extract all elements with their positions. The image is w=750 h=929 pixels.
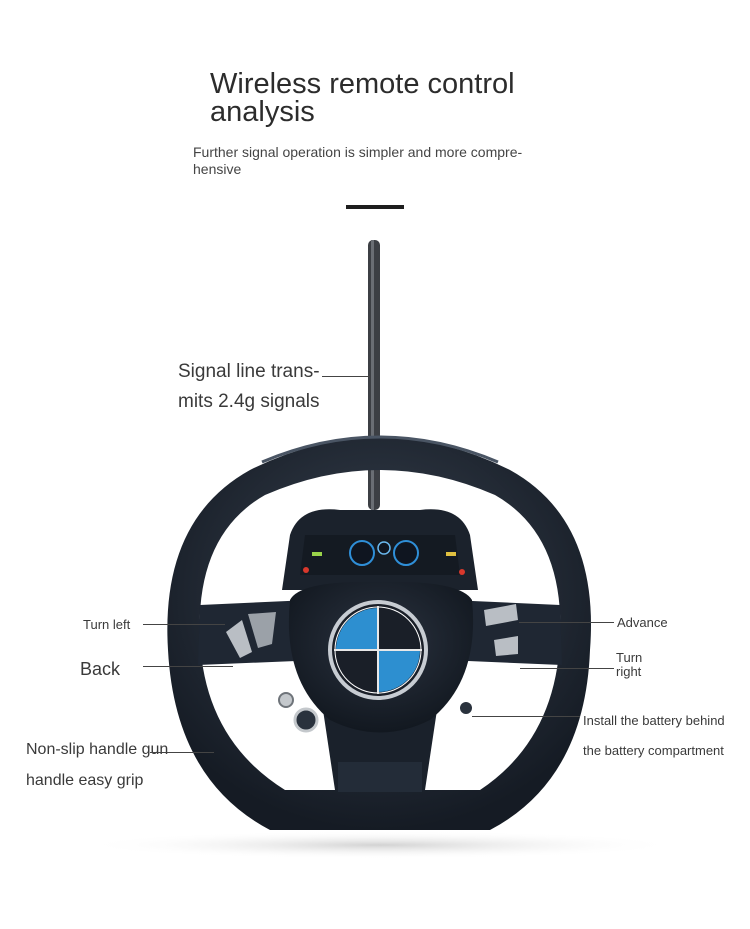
- logo-quadrant-br: [378, 650, 420, 692]
- bottom-spoke-panel: [338, 762, 422, 792]
- callout-grip-line-1: Non-slip handle gun: [26, 741, 169, 758]
- title-line-1: Wireless remote control: [210, 68, 515, 100]
- leader-line-back: [143, 666, 233, 667]
- floor-shadow: [80, 831, 680, 859]
- dashboard-panel: [300, 535, 460, 575]
- callout-advance: Advance: [617, 615, 668, 630]
- subtitle-line-2: hensive: [193, 161, 242, 177]
- callout-signal: Signal line trans- mits 2.4g signals: [178, 357, 320, 417]
- title-divider: [346, 205, 404, 209]
- led-left-icon: [312, 552, 322, 556]
- battery-cover-screw-icon: [460, 702, 472, 714]
- red-light-left-icon: [303, 567, 309, 573]
- gauge-right-icon: [393, 540, 419, 566]
- leader-line-turn-left: [143, 624, 225, 625]
- callout-grip-line-2: handle easy grip: [26, 772, 144, 789]
- gauge-left-icon: [349, 540, 375, 566]
- title-line-2: analysis: [210, 96, 315, 128]
- callout-signal-line-2: mits 2.4g signals: [178, 391, 320, 412]
- callout-turn-left: Turn left: [83, 617, 131, 632]
- turn-left-button-icon: [226, 620, 252, 658]
- led-right-icon: [446, 552, 456, 556]
- turn-right-button-icon: [494, 636, 518, 656]
- right-spoke: [445, 600, 562, 665]
- callout-battery-line-2: the battery compartment: [583, 743, 724, 758]
- red-light-right-icon: [459, 569, 465, 575]
- leader-line-advance: [519, 622, 614, 623]
- logo-quadrant-tl: [336, 608, 378, 650]
- page-subtitle: Further signal operation is simpler and …: [193, 144, 553, 178]
- leader-line-turn-right: [520, 668, 614, 669]
- gauge-center-icon: [377, 541, 391, 555]
- leader-line-signal: [322, 376, 370, 377]
- callout-battery: Install the battery behind the battery c…: [583, 706, 725, 766]
- callout-turn-right-line-1: Turn: [616, 650, 643, 665]
- antenna-highlight: [371, 240, 374, 510]
- reset-knob-icon: [293, 707, 319, 733]
- advance-button-icon: [484, 604, 518, 626]
- callout-battery-line-1: Install the battery behind: [583, 713, 725, 728]
- callout-back: Back: [80, 659, 121, 679]
- subtitle-line-1: Further signal operation is simpler and …: [193, 144, 523, 160]
- callout-turn-right: Turn right: [616, 651, 642, 679]
- power-switch-icon: [278, 692, 294, 708]
- callout-signal-line-1: Signal line trans-: [178, 361, 320, 382]
- leader-line-battery: [472, 716, 580, 717]
- page-title: Wireless remote control analysis: [210, 68, 515, 128]
- callout-turn-right-line-2: right: [616, 664, 642, 679]
- back-button-icon: [248, 612, 276, 648]
- rim-top-highlight: [261, 435, 499, 464]
- callout-grip: Non-slip handle gun handle easy grip: [26, 734, 168, 796]
- leader-line-grip: [150, 752, 214, 753]
